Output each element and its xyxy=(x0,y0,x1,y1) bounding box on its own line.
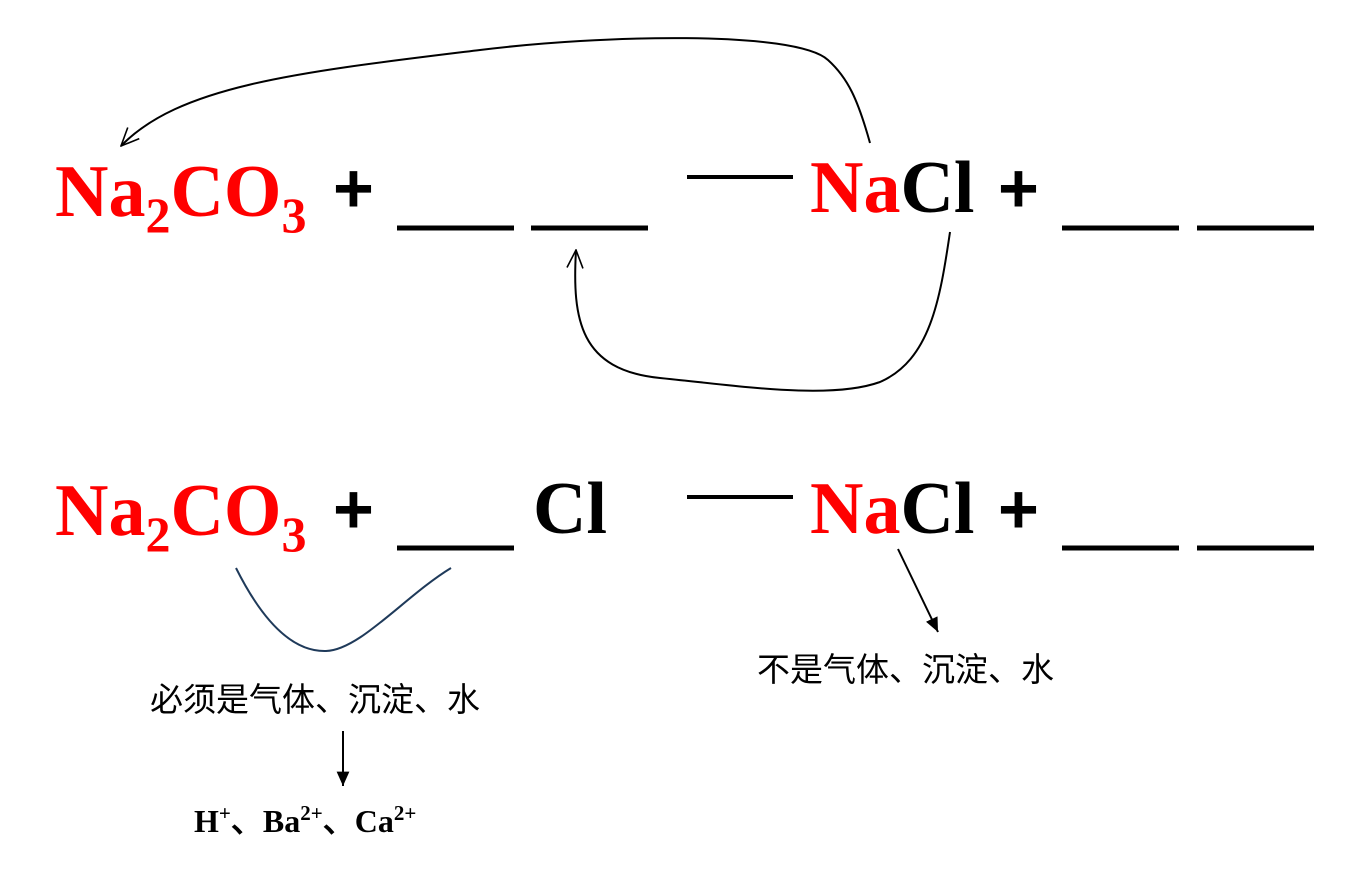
ion-ca: Ca xyxy=(355,803,394,839)
ion-h: H xyxy=(194,803,219,839)
eq2-reactant-sodium-carbonate: Na2CO3 xyxy=(55,470,306,562)
eq1-reactant-na-subscript: 2 xyxy=(145,187,170,243)
eq1-plus-2: + xyxy=(998,149,1039,227)
product-note-arrow xyxy=(897,548,939,633)
cl-swap-curved-arrow xyxy=(575,231,951,392)
eq1-product-cl: Cl xyxy=(900,147,974,229)
eq1-reactant-co: CO xyxy=(170,151,281,233)
ion-ba-charge: 2+ xyxy=(300,801,322,825)
eq2-plus-2: + xyxy=(998,470,1039,548)
reactant-bracket-curve xyxy=(235,567,452,653)
eq2-reactant-na-subscript: 2 xyxy=(145,506,170,562)
eq1-reactant-co-subscript: 3 xyxy=(281,187,306,243)
eq1-plus-1: + xyxy=(333,149,374,227)
ion-ca-charge: 2+ xyxy=(394,801,416,825)
not-be-note: 不是气体、沉淀、水 xyxy=(757,650,1054,689)
eq2-product-cl: Cl xyxy=(900,468,974,550)
eq1-reactant-sodium-carbonate: Na2CO3 xyxy=(55,151,306,243)
eq2-reactant-cl: Cl xyxy=(533,468,607,550)
eq2-product-sodium-chloride: NaCl xyxy=(810,468,974,550)
eq2-reactant-co-subscript: 3 xyxy=(281,506,306,562)
eq1-reactant-na: Na xyxy=(55,151,145,233)
ion-h-charge: + xyxy=(219,801,231,825)
ion-separator-1: 、 xyxy=(231,803,263,839)
ion-separator-2: 、 xyxy=(323,803,355,839)
eq2-product-na: Na xyxy=(810,468,900,550)
must-be-note: 必须是气体、沉淀、水 xyxy=(150,680,480,719)
eq2-reactant-na: Na xyxy=(55,470,145,552)
eq2-reactant-co: CO xyxy=(170,470,281,552)
eq1-product-sodium-chloride: NaCl xyxy=(810,147,974,229)
ion-ba: Ba xyxy=(263,803,300,839)
eq1-product-na: Na xyxy=(810,147,900,229)
na-swap-curved-arrow xyxy=(121,37,871,146)
ions-list: H+、Ba2+、Ca2+ xyxy=(194,801,416,839)
eq2-plus-1: + xyxy=(333,470,374,548)
